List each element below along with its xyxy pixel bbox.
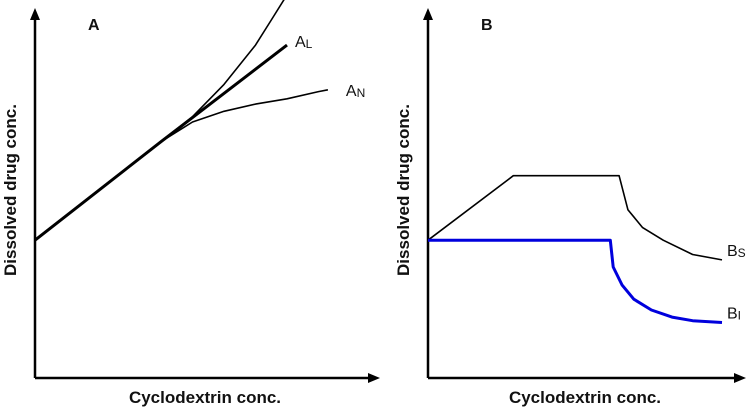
panel-b-x-axis-arrow (734, 373, 746, 383)
series-line-an (34, 89, 329, 241)
panel-a-y-label: Dissolved drug conc. (1, 104, 20, 276)
series-label-sub: N (357, 86, 366, 100)
series-line-bs (427, 174, 723, 261)
series-label-sub: L (306, 37, 313, 51)
panel-b-x-label: Cyclodextrin conc. (509, 388, 661, 407)
series-label-main: A (346, 83, 357, 100)
series-label-main: B (727, 306, 738, 323)
panel-a-label: A (88, 17, 100, 34)
series-label-main: B (727, 243, 738, 260)
series-label-bs: BS (727, 243, 746, 260)
panel-a-series: APALAN (34, 0, 365, 242)
series-label-sub: S (738, 246, 746, 260)
series-line-bi (428, 238, 723, 324)
series-label-bi: BI (727, 306, 741, 323)
series-label-sub: P (300, 0, 308, 3)
panel-b-label: B (481, 17, 493, 34)
panel-a-y-axis-arrow (30, 8, 40, 20)
panel-b: B Cyclodextrin conc. Dissolved drug conc… (394, 8, 746, 407)
series-label-main: A (289, 0, 300, 3)
series-line-ap (34, 0, 285, 241)
panel-a-x-label: Cyclodextrin conc. (129, 388, 281, 407)
panel-a-x-axis-arrow (368, 373, 380, 383)
series-label-ap: AP (289, 0, 308, 3)
panel-b-y-label: Dissolved drug conc. (394, 104, 413, 276)
series-label-sub: I (738, 309, 741, 323)
panel-b-y-axis-arrow (423, 8, 433, 20)
series-label-main: A (295, 34, 306, 51)
series-label-al: AL (295, 34, 313, 51)
series-label-an: AN (346, 83, 365, 100)
panel-a: A Cyclodextrin conc. Dissolved drug conc… (1, 0, 380, 407)
